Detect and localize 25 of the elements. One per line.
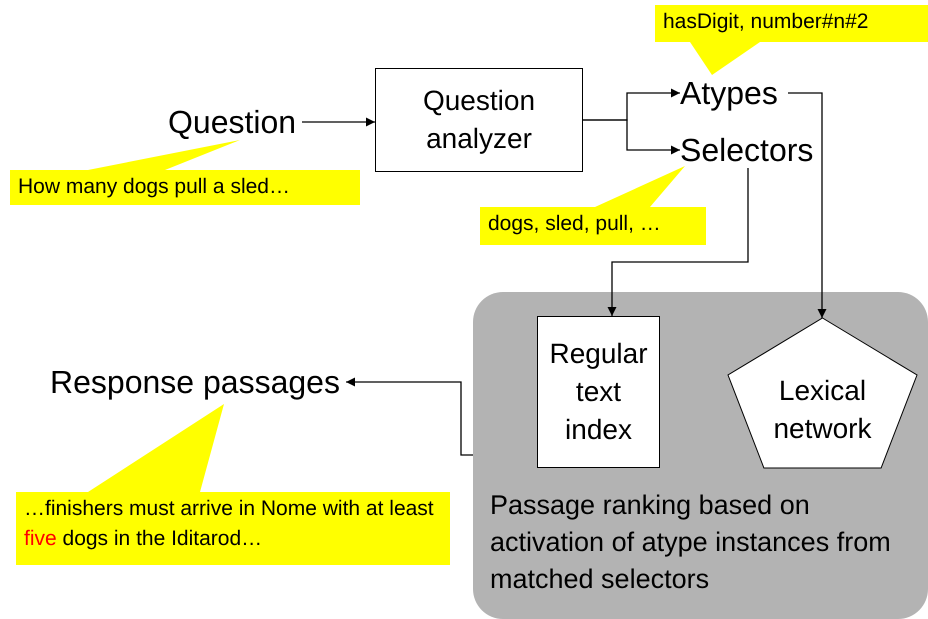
speech-bubble (16, 404, 450, 565)
label-text: Atypes (680, 75, 788, 111)
process-box (537, 316, 660, 468)
speech-bubble (655, 5, 928, 75)
callout-text: …finishers must arrive in Nome with at least five dogs in the Iditarod… (23, 496, 435, 552)
callout-text: hasDigit, number#n#2 (662, 9, 870, 35)
box-label: Regular text index (548, 337, 649, 447)
arrow (788, 92, 826, 318)
speech-bubble (10, 140, 360, 205)
speech-bubble (480, 166, 706, 245)
pentagon-node (728, 318, 917, 468)
panel-text: Passage ranking based on activation of atype instances from matched selectors (490, 489, 892, 596)
node-label: Lexical network (772, 374, 873, 446)
label-text: Response passages (50, 364, 346, 400)
arrow (346, 378, 473, 456)
process-box (375, 68, 583, 172)
callout-text: dogs, sled, pull, … (487, 211, 662, 237)
arrow (583, 119, 680, 154)
box-label: Question analyzer (422, 84, 536, 156)
arrow (608, 168, 749, 316)
label-text: Selectors (680, 132, 815, 168)
arrow (302, 118, 375, 126)
ranking-panel (473, 292, 928, 619)
label-text: Question (168, 104, 302, 140)
callout-text: How many dogs pull a sled… (17, 174, 291, 200)
